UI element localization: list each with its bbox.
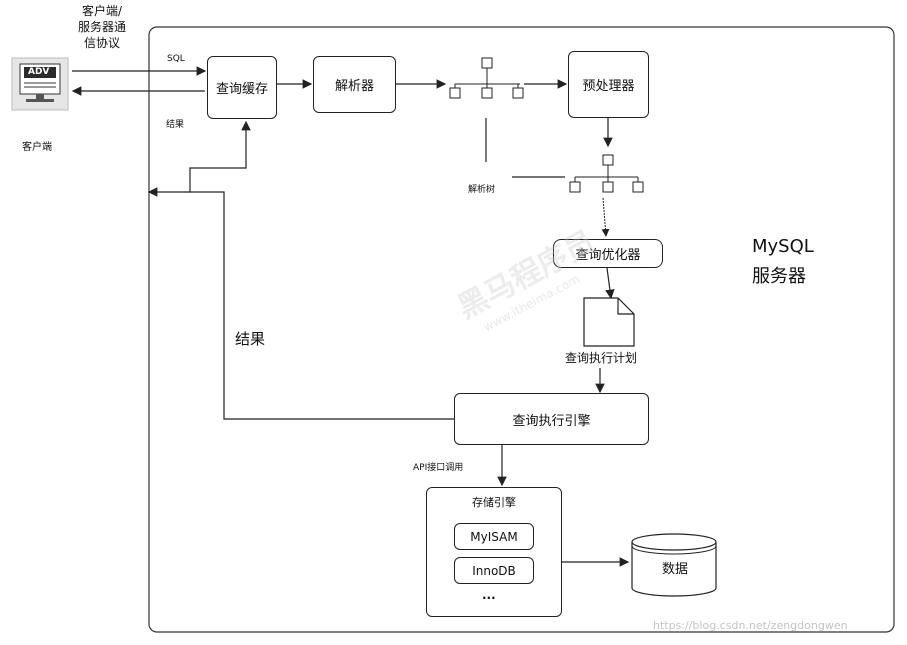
engine-more: ... <box>482 588 496 602</box>
result-large-label: 结果 <box>235 330 266 348</box>
server-label-line2: 服务器 <box>752 266 806 287</box>
engine-myisam: MyISAM <box>454 523 534 550</box>
parse-tree-label: 解析树 <box>468 185 496 195</box>
document-icon <box>583 297 635 347</box>
monitor-icon <box>11 57 69 111</box>
database-icon <box>631 533 717 597</box>
client-label: 客户端 <box>22 142 52 153</box>
exec-engine-box: 查询执行引擎 <box>454 393 649 445</box>
result-small-label: 结果 <box>166 120 185 130</box>
credit-watermark: https://blog.csdn.net/zengdongwen <box>653 619 848 632</box>
parse-tree-icon-2 <box>569 154 644 193</box>
server-label-line1: MySQL <box>752 236 814 257</box>
parser-box: 解析器 <box>313 56 396 113</box>
storage-engine-title: 存储引擎 <box>472 496 516 509</box>
optimizer-box: 查询优化器 <box>553 239 663 268</box>
api-label: API接口调用 <box>413 463 464 473</box>
monitor-label: ADV <box>28 67 50 77</box>
protocol-label: 客户端/ 服务器通 信协议 <box>78 4 127 50</box>
sql-label: SQL <box>167 54 185 64</box>
server-frame <box>148 26 895 633</box>
data-label: 数据 <box>662 562 689 577</box>
query-cache-box: 查询缓存 <box>207 56 277 119</box>
parse-tree-icon-1 <box>449 57 524 99</box>
preprocessor-box: 预处理器 <box>568 51 649 118</box>
engine-innodb: InnoDB <box>454 557 534 584</box>
storage-engine-box: 存储引擎 MyISAM InnoDB ... <box>426 487 562 617</box>
exec-plan-label: 查询执行计划 <box>565 351 638 365</box>
